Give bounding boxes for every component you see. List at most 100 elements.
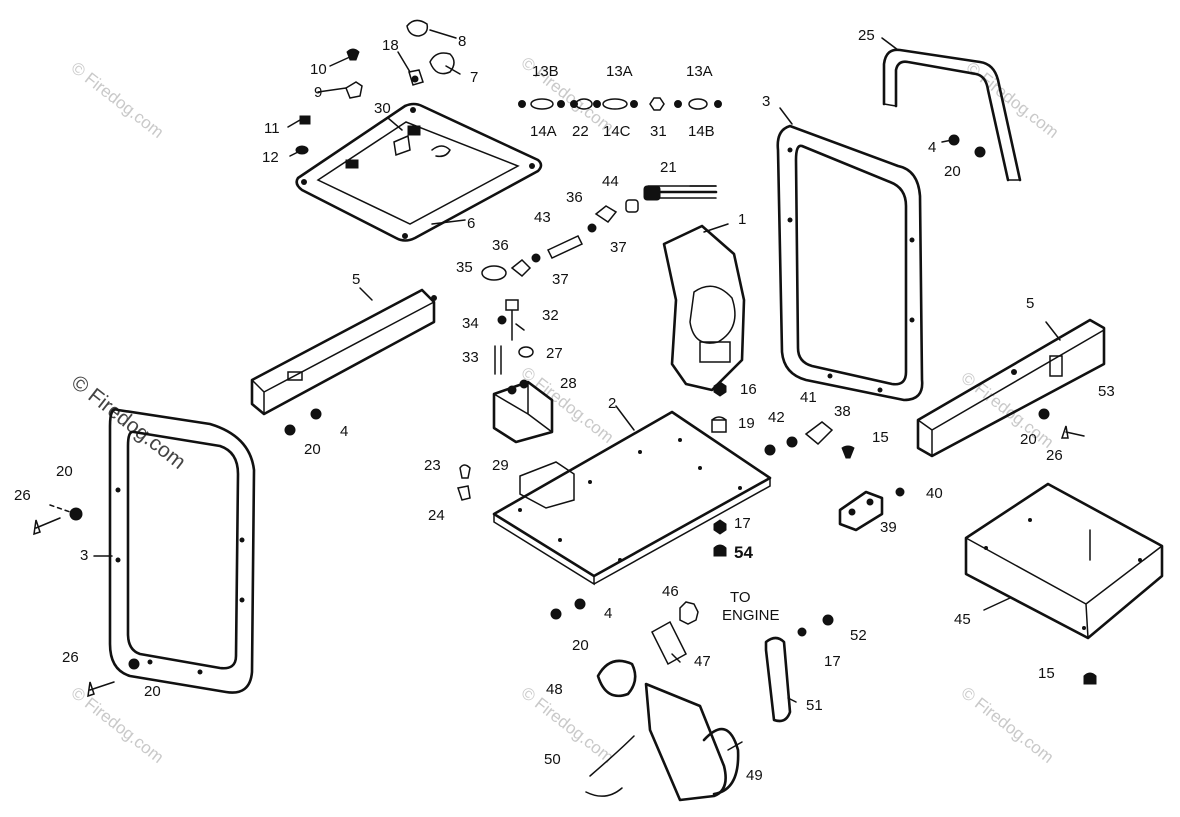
callout-54: 54 xyxy=(734,543,753,562)
callout-29: 29 xyxy=(492,457,509,474)
callout-42: 42 xyxy=(768,409,785,426)
callout-13b: 13B xyxy=(532,63,559,80)
linkage-parts xyxy=(494,299,534,375)
callout-7: 7 xyxy=(470,69,478,86)
callout-17: 17 xyxy=(734,515,751,532)
callout-43: 43 xyxy=(534,209,551,226)
callout-28: 28 xyxy=(560,375,577,392)
callout-labels: 10 9 11 12 18 8 7 30 6 13B 13A 13A 14A 2… xyxy=(14,27,1115,784)
callout-49: 49 xyxy=(746,767,763,784)
callout-4: 4 xyxy=(340,423,348,440)
callout-8: 8 xyxy=(458,33,466,50)
callout-26: 26 xyxy=(14,487,31,504)
callout-37: 37 xyxy=(552,271,569,288)
callout-11: 11 xyxy=(264,120,280,137)
callout-33: 33 xyxy=(462,349,479,366)
part-39-bracket xyxy=(838,490,884,532)
callout-1: 1 xyxy=(738,211,746,228)
callout-41: 41 xyxy=(800,389,817,406)
callout-52: 52 xyxy=(850,627,867,644)
callout-23: 23 xyxy=(424,457,441,474)
note-to-engine: ENGINE xyxy=(722,607,780,624)
callout-48: 48 xyxy=(546,681,563,698)
top-cover-hardware xyxy=(295,19,455,155)
callout-20: 20 xyxy=(1020,431,1037,448)
note-to-engine: TO xyxy=(730,589,751,606)
bushing-hardware-row xyxy=(518,97,722,111)
part-2-base-plate xyxy=(492,410,772,586)
callout-22: 22 xyxy=(572,123,589,140)
callout-2: 2 xyxy=(608,395,616,412)
callout-26: 26 xyxy=(62,649,79,666)
callout-6: 6 xyxy=(467,215,475,232)
callout-20: 20 xyxy=(144,683,161,700)
callout-10: 10 xyxy=(310,61,327,78)
callout-37: 37 xyxy=(610,239,627,256)
callout-9: 9 xyxy=(314,84,322,101)
callout-38: 38 xyxy=(834,403,851,420)
callout-25: 25 xyxy=(858,27,875,44)
callout-13a: 13A xyxy=(606,63,633,80)
callout-14b: 14B xyxy=(688,123,715,140)
part-3-right-frame xyxy=(776,124,924,402)
part-3-left-frame xyxy=(108,408,256,694)
callout-44: 44 xyxy=(602,173,619,190)
callout-34: 34 xyxy=(462,315,479,332)
part-45-cover-plate xyxy=(964,482,1164,640)
motor-assembly xyxy=(585,601,792,802)
callout-27: 27 xyxy=(546,345,563,362)
part-6-top-cover xyxy=(295,102,543,242)
callout-20: 20 xyxy=(56,463,73,480)
watermark: © Firedog.com xyxy=(68,58,168,142)
callout-12: 12 xyxy=(262,149,279,166)
callout-36: 36 xyxy=(566,189,583,206)
callout-30: 30 xyxy=(374,100,391,117)
callout-50: 50 xyxy=(544,751,561,768)
callout-19: 19 xyxy=(738,415,755,432)
callout-47: 47 xyxy=(694,653,711,670)
callout-20: 20 xyxy=(944,163,961,180)
part-28-bracket xyxy=(492,379,554,444)
callout-14c: 14C xyxy=(603,123,631,140)
part-5-left-rail xyxy=(250,288,437,416)
watermark: © Firedog.com xyxy=(963,58,1063,142)
mount-hardware xyxy=(711,381,905,557)
callout-3: 3 xyxy=(80,547,88,564)
part-25-handle xyxy=(882,48,1022,182)
callout-15: 15 xyxy=(872,429,889,446)
callout-51: 51 xyxy=(806,697,823,714)
callout-15: 15 xyxy=(1038,665,1055,682)
callout-39: 39 xyxy=(880,519,897,536)
callout-26: 26 xyxy=(1046,447,1063,464)
callout-21: 21 xyxy=(660,159,677,176)
callout-4: 4 xyxy=(928,139,936,156)
watermark: © Firedog.com xyxy=(958,683,1058,767)
callout-14a: 14A xyxy=(530,123,557,140)
callout-36: 36 xyxy=(492,237,509,254)
callout-46: 46 xyxy=(662,583,679,600)
callout-3: 3 xyxy=(762,93,770,110)
part-1-engine xyxy=(662,224,746,392)
callout-24: 24 xyxy=(428,507,445,524)
callout-53: 53 xyxy=(1098,383,1115,400)
bolts-and-washers xyxy=(33,134,1097,698)
callout-35: 35 xyxy=(456,259,473,276)
callout-31: 31 xyxy=(650,123,667,140)
callout-17: 17 xyxy=(824,653,841,670)
watermark: © Firedog.com xyxy=(518,683,618,767)
callout-5: 5 xyxy=(1026,295,1034,312)
leader-lines xyxy=(49,29,1061,751)
callout-45: 45 xyxy=(954,611,971,628)
callout-13a: 13A xyxy=(686,63,713,80)
part-5-right-rail xyxy=(916,318,1106,458)
callout-20: 20 xyxy=(572,637,589,654)
callout-5: 5 xyxy=(352,271,360,288)
watermark-layer: © Firedog.com © Firedog.com © Firedog.co… xyxy=(67,53,1062,767)
callout-18: 18 xyxy=(382,37,399,54)
callout-4: 4 xyxy=(604,605,612,622)
callout-40: 40 xyxy=(926,485,943,502)
callout-16: 16 xyxy=(740,381,757,398)
rod-assembly xyxy=(481,185,718,281)
callout-20: 20 xyxy=(304,441,321,458)
